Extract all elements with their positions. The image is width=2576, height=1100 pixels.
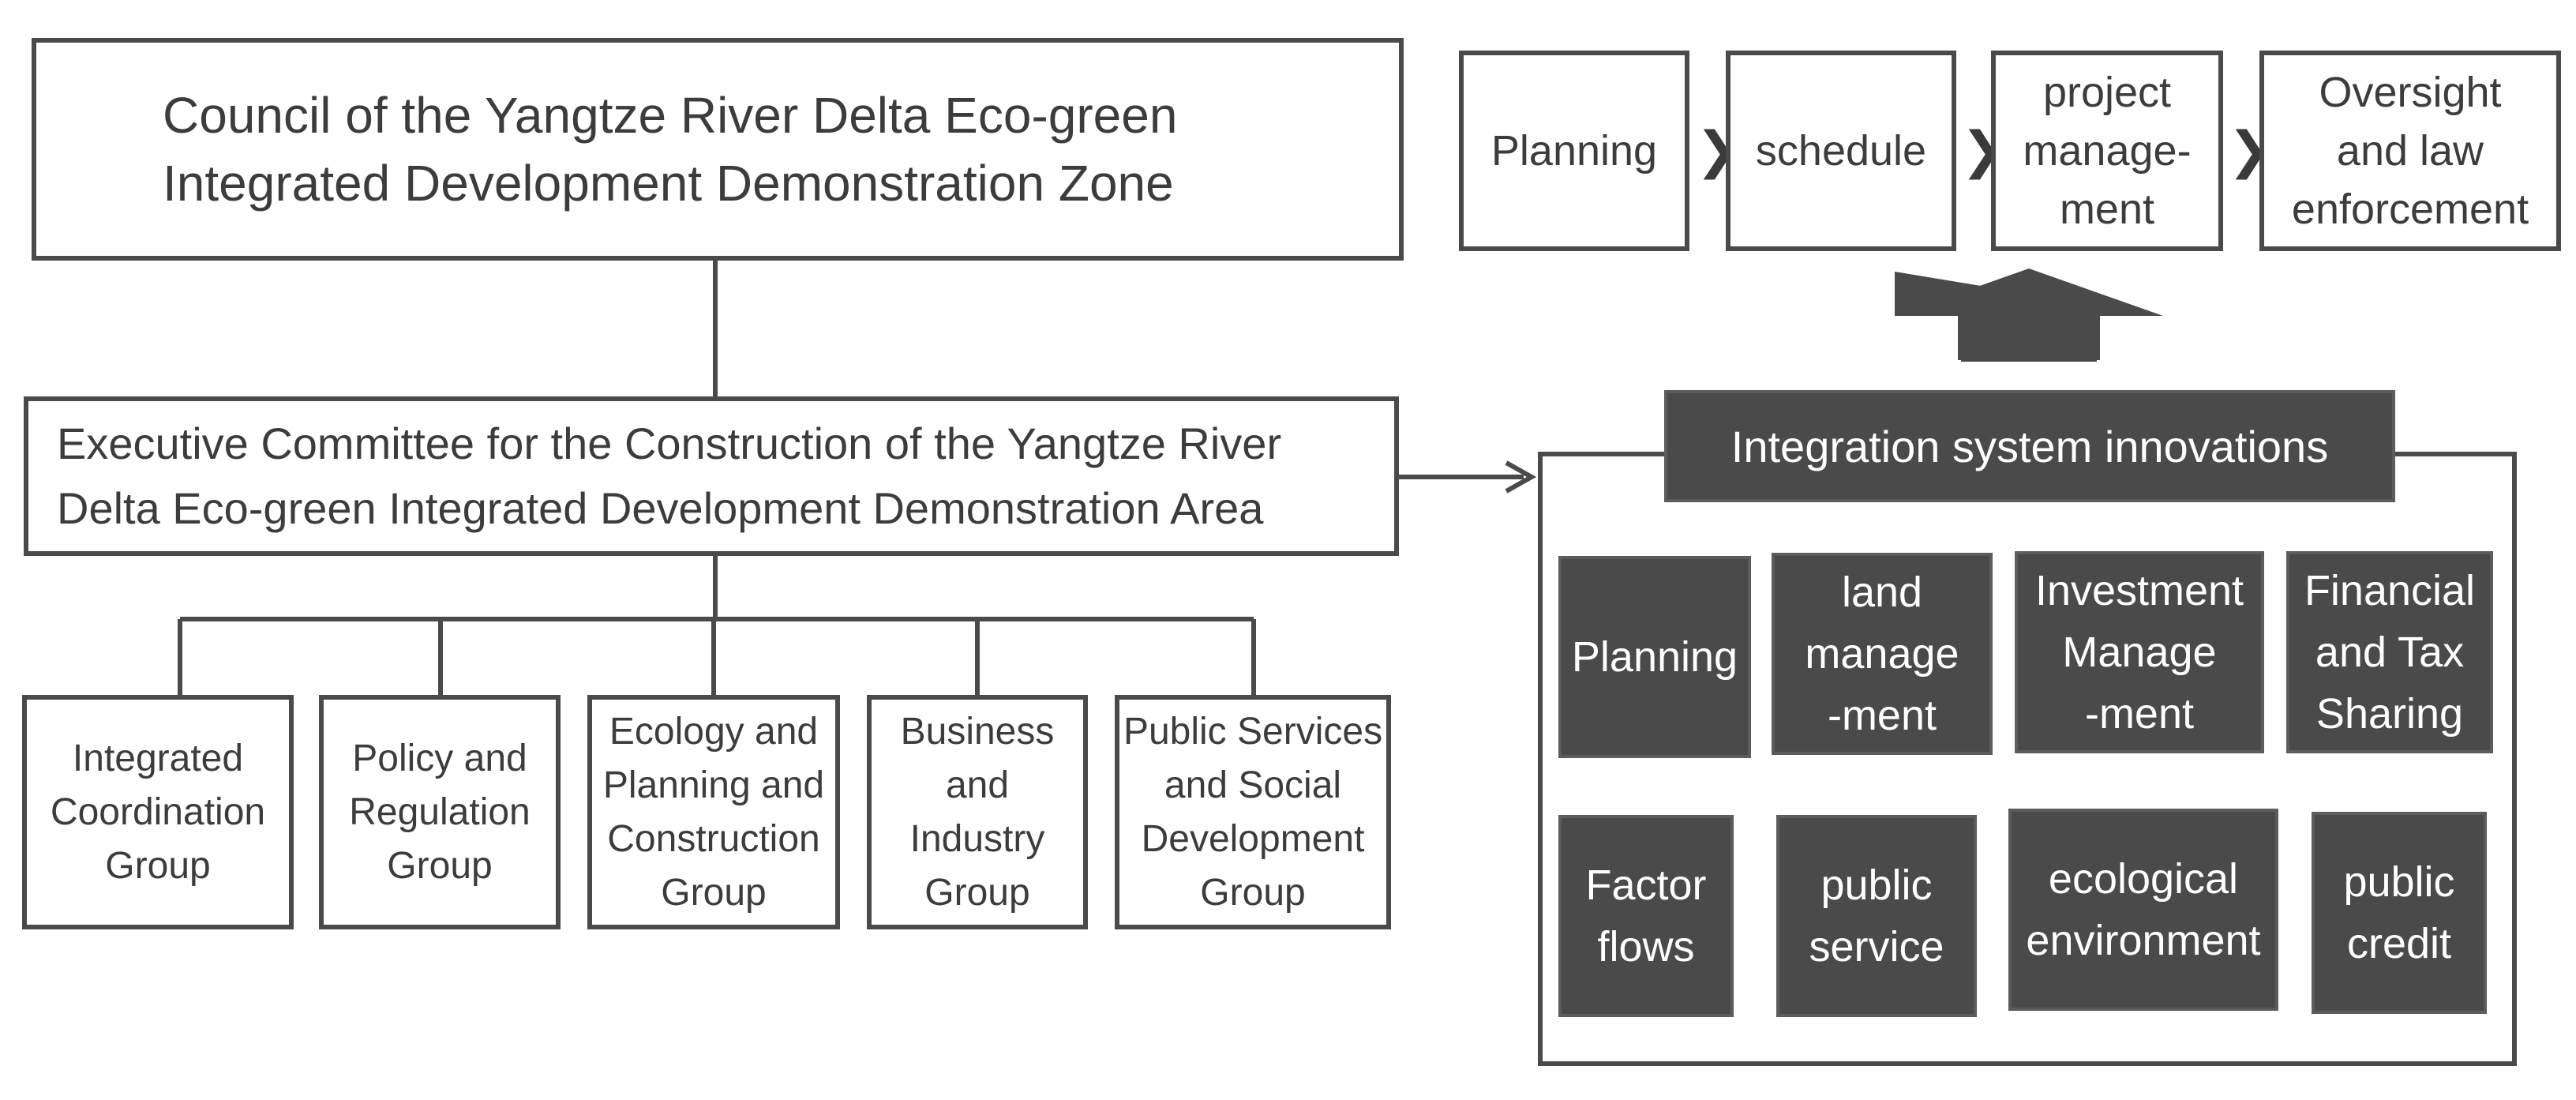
innovation-label: ecological environment: [2026, 855, 2261, 964]
process-box-project-management: project manage- ment: [1991, 51, 2223, 251]
group-label: Ecology and Planning and Construction Gr…: [602, 710, 825, 914]
innovation-box-land-management: land manage -ment: [1772, 553, 1993, 755]
innovation-label: Financial and Tax Sharing: [2304, 567, 2476, 738]
group-box-business-industry: Business and Industry Group: [867, 695, 1088, 929]
integration-header: Integration system innovations: [1664, 390, 2395, 502]
group-label: Policy and Regulation Group: [349, 737, 531, 887]
innovation-box-planning: Planning: [1558, 556, 1751, 758]
process-box-schedule: schedule: [1726, 51, 1956, 251]
group-box-ecology-planning-construction: Ecology and Planning and Construction Gr…: [587, 695, 840, 929]
process-label: Oversight and law enforcement: [2291, 69, 2529, 233]
executive-to-integration-arrowhead: [1505, 460, 1537, 494]
innovation-label: public credit: [2343, 858, 2455, 967]
process-label: Planning: [1490, 127, 1658, 175]
innovation-box-public-credit: public credit: [2312, 812, 2487, 1014]
innovation-label: Factor flows: [1585, 862, 1707, 970]
integration-header-label: Integration system innovations: [1730, 421, 2329, 471]
innovation-box-ecological-environment: ecological environment: [2008, 809, 2278, 1011]
innovation-label: land manage -ment: [1805, 569, 1959, 739]
innovation-box-financial-tax-sharing: Financial and Tax Sharing: [2286, 551, 2493, 753]
process-label: schedule: [1755, 127, 1927, 175]
executive-committee-label: Executive Committee for the Construction…: [57, 419, 1282, 533]
process-label: project manage- ment: [2023, 69, 2192, 233]
up-arrow-head: [1895, 268, 2163, 316]
council-label: Council of the Yangtze River Delta Eco-g…: [163, 87, 1178, 212]
innovation-box-factor-flows: Factor flows: [1558, 815, 1734, 1017]
innovation-box-public-service: public service: [1776, 815, 1977, 1017]
innovation-box-investment-management: Investment Manage -ment: [2015, 551, 2264, 753]
executive-committee-box: Executive Committee for the Construction…: [24, 396, 1399, 556]
group-box-policy-regulation: Policy and Regulation Group: [319, 695, 561, 929]
up-arrow-shaft: [1961, 314, 2097, 362]
innovation-label: Investment Manage -ment: [2034, 567, 2244, 738]
process-box-planning: Planning: [1459, 51, 1689, 251]
group-label: Business and Industry Group: [900, 710, 1055, 914]
group-box-public-services-social-development: Public Services and Social Development G…: [1115, 695, 1391, 929]
group-label: Public Services and Social Development G…: [1123, 710, 1383, 914]
innovation-label: Planning: [1571, 633, 1738, 681]
innovation-label: public service: [1809, 862, 1944, 970]
process-box-oversight-law-enforcement: Oversight and law enforcement: [2259, 51, 2561, 251]
group-label: Integrated Coordination Group: [50, 737, 266, 887]
group-box-integrated-coordination: Integrated Coordination Group: [22, 695, 294, 929]
council-box: Council of the Yangtze River Delta Eco-g…: [32, 38, 1404, 261]
